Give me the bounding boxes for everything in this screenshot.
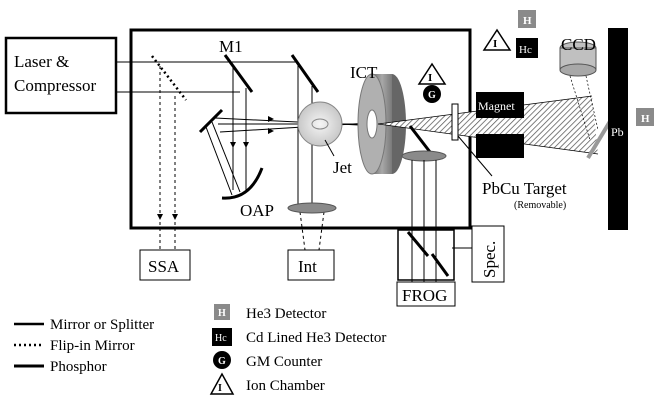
frog-box	[397, 229, 455, 281]
svg-text:I: I	[218, 383, 222, 394]
jet-pointer	[324, 139, 335, 157]
int-pickoff-mirror	[290, 54, 320, 93]
magnet-bottom	[476, 134, 524, 158]
frog-mirror-2	[430, 253, 450, 277]
main-beam-arrow-2	[268, 128, 274, 134]
legend-cd-he3-icon: Hc	[212, 328, 232, 346]
ion-chamber-top-icon: I	[482, 28, 512, 51]
cd-he3-detector-top: Hc	[516, 38, 538, 58]
legend-ion-icon: I	[209, 372, 235, 395]
int-lens	[287, 202, 337, 214]
jet-label: Jet	[333, 158, 352, 177]
int-dash-2	[318, 211, 325, 251]
gas-jet	[297, 101, 343, 147]
ict-hole	[366, 109, 378, 139]
spec-box	[471, 225, 505, 283]
fold-beam-b	[205, 126, 233, 196]
oap-mirror	[221, 167, 264, 200]
frog-label: FROG	[402, 286, 447, 305]
ssa-arrow-2	[172, 214, 178, 220]
removable-label: (Removable)	[514, 200, 566, 211]
fold-beam-a	[211, 121, 241, 193]
target-holder	[451, 103, 459, 141]
laser-compressor-box	[4, 36, 118, 115]
he3-detector-top: H	[518, 10, 536, 28]
target-label: PbCu Target	[482, 179, 567, 198]
svg-text:Hc: Hc	[519, 44, 532, 56]
spec-label: Spec.	[480, 241, 499, 278]
fold-mirror-left	[198, 108, 224, 134]
svg-text:Hc: Hc	[215, 333, 227, 344]
gm-counter-icon: G	[423, 85, 441, 103]
ssa-label: SSA	[148, 257, 180, 276]
laser-label-line1: Laser &	[14, 52, 69, 71]
legend-ion-text: Ion Chamber	[246, 378, 325, 394]
legend-gm-text: GM Counter	[246, 354, 322, 370]
legend-gm-icon: G	[213, 351, 231, 369]
legend-cd-he3-text: Cd Lined He3 Detector	[246, 330, 386, 346]
legend-mirror-text: Mirror or Splitter	[50, 317, 154, 333]
laser-label-line2: Compressor	[14, 76, 97, 95]
main-beam-arrow-1	[268, 116, 274, 122]
ssa-arrow-1	[157, 214, 163, 220]
legend-he3-icon: H	[214, 304, 230, 320]
int-dash-1	[299, 211, 306, 251]
m1-arrow-2	[243, 142, 249, 148]
frog-pickoff-mirror	[408, 125, 432, 153]
ict-label: ICT	[350, 63, 378, 82]
frog-lens	[401, 150, 447, 162]
target-pointer	[457, 135, 493, 177]
svg-text:H: H	[641, 113, 650, 125]
magnet-top	[476, 92, 524, 118]
pb-label: Pb	[611, 125, 624, 139]
svg-text:H: H	[218, 308, 226, 319]
oap-label: OAP	[240, 201, 274, 220]
ccd-camera-bottom	[559, 63, 597, 77]
legend-flipin-text: Flip-in Mirror	[50, 338, 135, 354]
flip-in-mirror	[151, 55, 187, 101]
int-label: Int	[298, 257, 317, 276]
he3-detector-right: H	[636, 108, 654, 126]
electron-beam-cone	[378, 96, 598, 154]
m1-mirror	[223, 54, 254, 93]
svg-text:I: I	[428, 72, 432, 84]
ion-chamber-icon: I	[417, 62, 447, 85]
ccd-label: CCD	[561, 35, 596, 54]
frog-mirror-1	[406, 231, 430, 257]
legend-phosphor-text: Phosphor	[50, 359, 107, 375]
svg-text:G: G	[428, 90, 436, 101]
m1-arrow-1	[230, 142, 236, 148]
int-box	[287, 249, 335, 281]
svg-text:H: H	[523, 15, 532, 27]
legend-he3-text: He3 Detector	[246, 306, 326, 322]
svg-text:G: G	[218, 356, 226, 367]
ccd-view-1	[569, 75, 591, 141]
ccd-view-2	[585, 75, 599, 131]
frog-label-box	[396, 281, 456, 307]
ssa-box	[139, 249, 191, 281]
gas-jet-core	[311, 118, 329, 130]
svg-text:I: I	[493, 38, 497, 50]
m1-label: M1	[219, 37, 243, 56]
lead-wall	[608, 28, 628, 230]
magnet-label: Magnet	[478, 99, 515, 113]
